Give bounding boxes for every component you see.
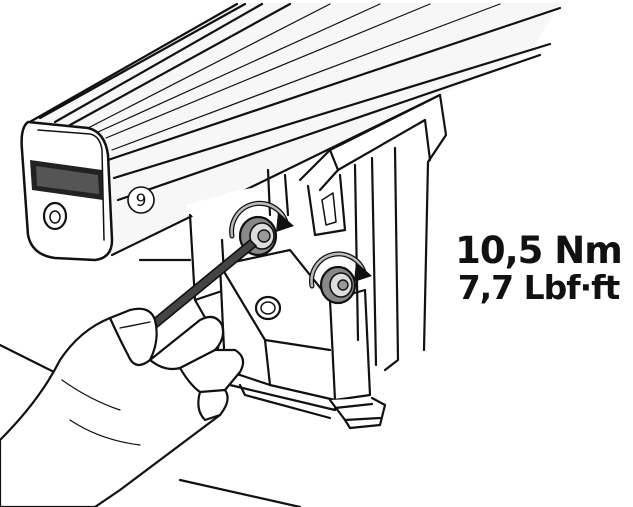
hand <box>0 307 245 507</box>
torque-metric: 10,5 Nm <box>455 229 623 272</box>
foot-pad <box>328 396 387 430</box>
torque-imperial: 7,7 Lbf·ft <box>457 268 621 307</box>
vehicle-roof-line <box>0 258 302 507</box>
lower-bolt <box>319 265 357 305</box>
lower-rotation-arrow-icon <box>309 251 372 289</box>
step-number-badge: 9 <box>127 186 155 214</box>
torque-specification: 10,5 Nm 7,7 Lbf·ft <box>446 232 631 304</box>
clamp-plate <box>213 248 372 420</box>
crossbar-end-cap <box>20 120 114 262</box>
upper-rotation-arrow-icon <box>229 200 294 239</box>
step-number: 9 <box>136 191 147 211</box>
crossbar <box>26 2 562 257</box>
